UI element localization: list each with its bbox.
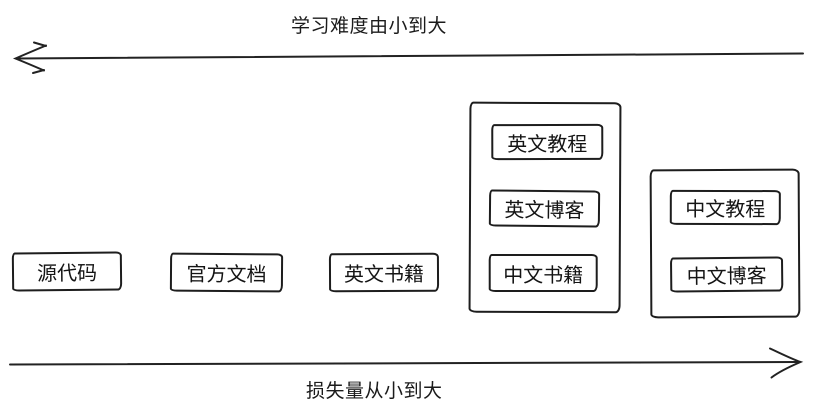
box-official-docs: 官方文档 [169,252,284,293]
box-label: 官方文档 [186,263,267,287]
box-label: 英文博客 [504,199,585,223]
box-label: 英文教程 [507,133,588,156]
box-label: 中文书籍 [503,264,584,287]
arrow-left-icon [12,41,804,74]
group-box-middle: 英文教程 英文博客 中文书籍 [468,101,622,314]
box-chinese-books: 中文书籍 [488,253,598,293]
bottom-axis-label: 损失量从小到大 [306,381,443,402]
box-label: 源代码 [36,262,98,286]
group-box-right: 中文教程 中文博客 [649,168,801,319]
box-label: 中文博客 [686,265,767,289]
box-chinese-blogs: 中文博客 [669,256,784,293]
box-chinese-tutorials: 中文教程 [669,189,781,226]
box-english-books: 英文书籍 [328,252,440,293]
box-english-tutorials: 英文教程 [491,123,604,161]
arrow-right-icon [9,347,804,379]
box-english-blogs: 英文博客 [488,189,601,228]
box-label: 英文书籍 [343,263,425,287]
top-axis-label: 学习难度由小到大 [291,16,448,37]
box-label: 中文教程 [685,198,766,222]
box-source-code: 源代码 [11,251,123,292]
